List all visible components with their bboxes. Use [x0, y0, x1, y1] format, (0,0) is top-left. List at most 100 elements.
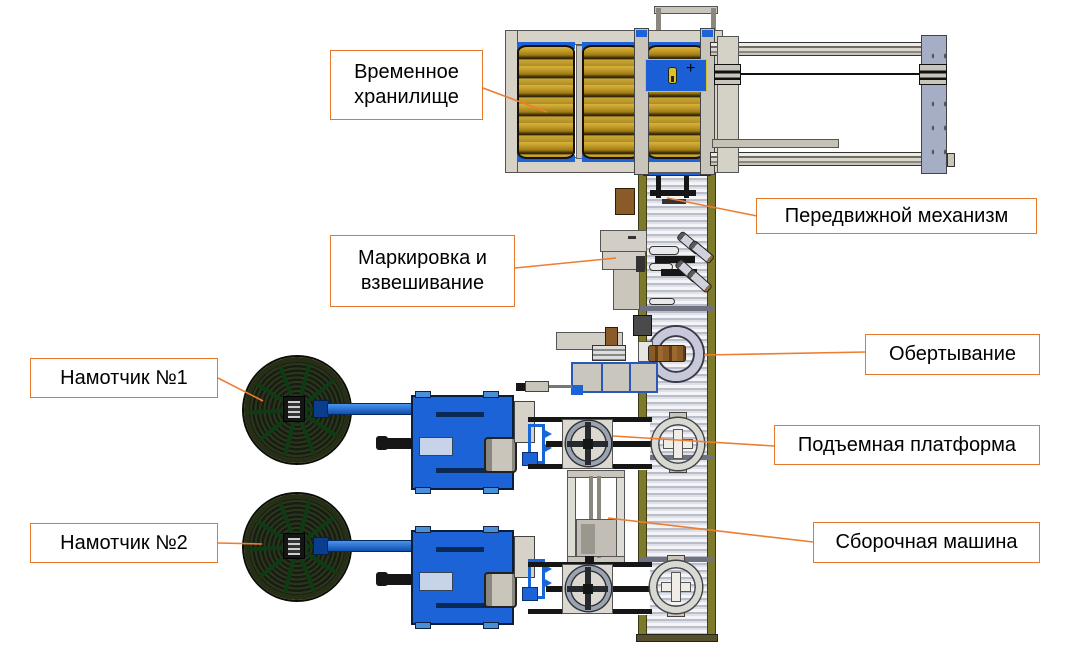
- clamp-pin: [684, 176, 689, 198]
- pipe-coil-item: [649, 298, 675, 305]
- conveyor-end-cap: [636, 634, 718, 642]
- callout-line-wrapping: [703, 351, 867, 356]
- movable-rail-bottom: [710, 152, 947, 166]
- marking-weighing-box: [600, 230, 647, 252]
- machine-foot: [415, 391, 431, 398]
- feeder-box: [615, 188, 635, 215]
- crosshair-plus-icon: +: [686, 60, 696, 77]
- gantry-post: [711, 8, 716, 34]
- platform-axle: [613, 586, 651, 592]
- platform-plus: [673, 429, 683, 459]
- reel-hub-detail: [288, 401, 300, 418]
- pipe-coil-item: [649, 246, 679, 255]
- assembly-inner-dark: [581, 524, 595, 554]
- movable-arm: [712, 139, 839, 148]
- conveyor-stop-bar: [655, 256, 695, 263]
- assembly-post: [616, 470, 625, 564]
- machine-plate: [419, 572, 453, 591]
- platform-plus: [671, 572, 681, 602]
- machine-foot: [415, 622, 431, 629]
- nozzle-tip: [516, 383, 525, 391]
- wrapped-coil: [648, 345, 686, 362]
- carriage-control-box: +: [645, 59, 707, 92]
- movable-end-plate: [921, 35, 947, 174]
- arrow-icon: [543, 578, 552, 588]
- coil-stack-1: [517, 45, 575, 159]
- movable-bolts: [947, 153, 955, 167]
- conveyor-side-box: [636, 256, 645, 272]
- machine-foot: [415, 487, 431, 494]
- platform-hub: [583, 439, 593, 449]
- machine-foot: [415, 526, 431, 533]
- assembly-post: [567, 470, 576, 564]
- platform-axle: [546, 586, 562, 592]
- marking-box-detail: [628, 236, 636, 239]
- conveyor-rail-right: [707, 168, 716, 636]
- handle-slot: [671, 76, 674, 82]
- clamp-bar-small: [662, 199, 686, 204]
- movable-clamp: [714, 64, 741, 85]
- label-wrapping: Обертывание: [865, 334, 1040, 375]
- machine-foot: [483, 391, 499, 398]
- conveyor-section-divider: [640, 306, 714, 311]
- machine-foot: [483, 526, 499, 533]
- machine-tool-bulb: [376, 572, 388, 586]
- machine-slot: [436, 468, 488, 473]
- gantry-top-bar: [654, 6, 718, 14]
- machine-tool: [384, 574, 412, 585]
- transfer-bracket-foot: [522, 587, 538, 601]
- assembly-rod: [597, 476, 601, 558]
- nozzle-body: [525, 381, 549, 392]
- arrow-icon: [543, 429, 552, 439]
- wrapping-dark-box: [633, 315, 652, 336]
- assembly-top-bar: [567, 470, 625, 478]
- nozzle-rod: [549, 385, 572, 388]
- reel-hub-detail: [288, 538, 300, 555]
- label-winder-1: Намотчик №1: [30, 358, 218, 398]
- clamp-pin: [656, 176, 661, 198]
- machine-slot: [436, 412, 484, 417]
- label-marking-weighing: Маркировка и взвешивание: [330, 235, 515, 307]
- carriage-post: [634, 28, 649, 175]
- machine-tool: [384, 438, 412, 449]
- arrow-icon: [543, 564, 552, 574]
- movable-clamp: [919, 64, 947, 85]
- platform-hub: [583, 584, 593, 594]
- platform-axle: [613, 441, 651, 447]
- machine-drum: [484, 572, 517, 608]
- machine-drum: [484, 437, 517, 473]
- machine-slot: [436, 547, 484, 552]
- label-lifting-platform: Подъемная платформа: [774, 425, 1040, 465]
- machine-slot: [436, 603, 488, 608]
- marking-weighing-panel: [613, 269, 640, 310]
- conveyor-lifting-platform-2: [650, 561, 702, 613]
- assembly-rod: [589, 476, 593, 558]
- reel-hub: [283, 396, 305, 422]
- movable-post-left: [717, 36, 739, 173]
- wrapping-bed: [571, 362, 658, 393]
- platform-axle: [546, 441, 562, 447]
- carriage-mount: [636, 30, 647, 37]
- callout-line-marking-weighing: [514, 257, 617, 269]
- machine-foot: [483, 622, 499, 629]
- machine-plate: [419, 437, 453, 456]
- winder-shaft: [327, 403, 413, 415]
- label-winder-2: Намотчик №2: [30, 523, 218, 563]
- label-movable-mechanism: Передвижной механизм: [756, 198, 1037, 234]
- conveyor-stop-bar: [661, 269, 697, 276]
- movable-rail-top: [710, 42, 947, 56]
- handle-icon: [668, 67, 677, 84]
- machine-foot: [483, 487, 499, 494]
- carriage-mount: [702, 30, 713, 37]
- label-assembly-machine: Сборочная машина: [813, 522, 1040, 563]
- clamp-bar: [650, 190, 696, 196]
- arrow-icon: [543, 443, 552, 453]
- winder-shaft: [327, 540, 413, 552]
- label-temporary-storage: Временное хранилище: [330, 50, 483, 120]
- movable-guide-line: [714, 73, 922, 75]
- gantry-post: [656, 8, 661, 34]
- reel-hub: [283, 533, 305, 559]
- coil-stack-2: [582, 45, 640, 159]
- wrapping-roller-stack: [592, 345, 626, 361]
